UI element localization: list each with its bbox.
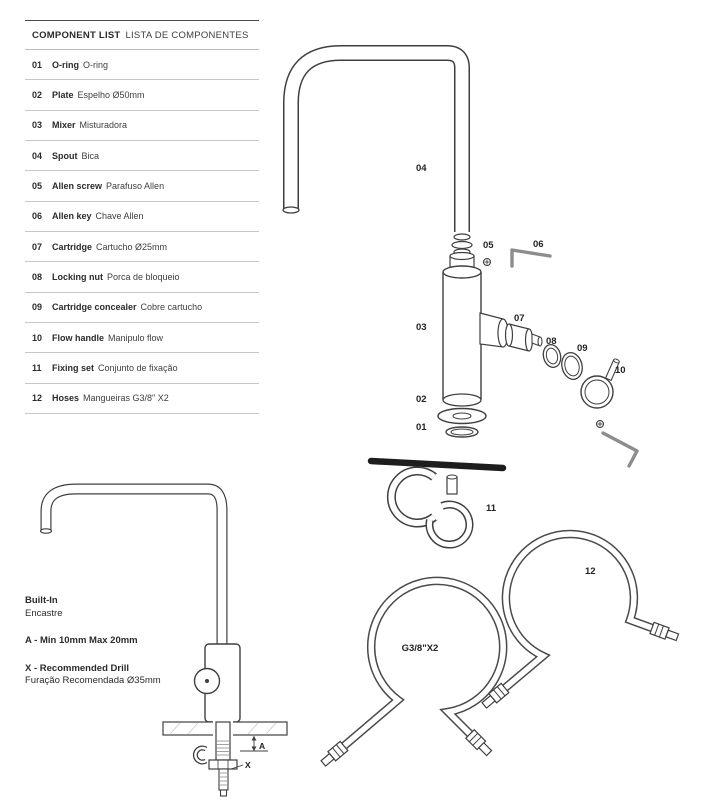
component-list-subtitle: LISTA DE COMPONENTES [125, 30, 249, 41]
flow-handle-drawing [580, 358, 620, 429]
component-number: 07 [32, 241, 43, 252]
component-number: 04 [32, 150, 43, 161]
component-name: O-ring [52, 59, 79, 70]
plate-drawing [437, 407, 487, 425]
component-name: Cartridge [52, 241, 93, 252]
label-hose-size: G3/8"X2 [402, 643, 439, 654]
side-view: A X [39, 483, 288, 797]
cartridge-concealer-drawing [561, 352, 583, 380]
component-translation: Porca de bloqueio [107, 271, 180, 282]
component-row-01: 01 O-ring O-ring [25, 50, 259, 81]
label-allen-screw: 05 [483, 240, 494, 251]
component-translation: Misturadora [79, 120, 128, 131]
locking-nut-drawing [542, 344, 562, 368]
builtin-subtitle: Encastre [25, 607, 63, 619]
spout-drawing [282, 45, 470, 232]
component-list: COMPONENT LIST LISTA DE COMPONENTES 01 O-… [25, 20, 259, 415]
component-name: Flow handle [52, 332, 105, 343]
component-number: 09 [32, 302, 43, 313]
exploded-view: 04 05 06 03 07 08 09 10 02 01 11 12 G3/8… [282, 45, 681, 769]
allen-key-icon [510, 248, 552, 268]
component-translation: Bica [81, 150, 100, 161]
label-oring: 01 [416, 422, 427, 433]
component-translation: Conjunto de fixação [98, 362, 178, 373]
component-number: 06 [32, 211, 43, 222]
label-spout: 04 [416, 163, 427, 174]
builtin-title: Built-In [25, 595, 58, 606]
component-name: Spout [52, 150, 78, 161]
installation-notes: Built-In Encastre A - Min 10mm Max 20mm … [25, 595, 215, 688]
component-number: 12 [32, 393, 43, 404]
component-translation: Mangueiras G3/8" X2 [83, 393, 169, 404]
component-number: 11 [32, 362, 42, 373]
component-list-title: COMPONENT LIST [32, 30, 121, 41]
component-translation: Cobre cartucho [140, 302, 203, 313]
component-name: Plate [52, 89, 74, 100]
dim-a-label: A [259, 741, 265, 751]
component-name: Locking nut [52, 271, 103, 282]
dim-x-label: X [245, 760, 251, 770]
part-labels: 04 05 06 03 07 08 09 10 02 01 11 12 G3/8… [402, 163, 626, 654]
component-translation: Chave Allen [95, 211, 144, 222]
component-number: 08 [32, 271, 43, 282]
component-name: Allen screw [52, 180, 103, 191]
mixer-body-drawing [442, 251, 509, 407]
hose-fitting [318, 740, 349, 769]
component-number: 10 [32, 332, 43, 343]
cartridge-drawing [504, 323, 543, 352]
hose-fitting [649, 621, 681, 644]
oring-drawing [445, 426, 479, 438]
label-mixer: 03 [416, 322, 427, 333]
dimension-marks: A X [230, 736, 268, 770]
note-x-title: X - Recommended Drill [25, 662, 129, 674]
component-name: Mixer [52, 120, 76, 131]
label-allen-key: 06 [533, 239, 544, 250]
component-name: Fixing set [52, 362, 95, 373]
label-plate: 02 [416, 394, 427, 405]
component-name: Allen key [52, 211, 92, 222]
note-a: A - Min 10mm Max 20mm [25, 635, 138, 646]
component-list-header: COMPONENT LIST LISTA DE COMPONENTES [25, 20, 259, 50]
component-number: 05 [32, 180, 43, 191]
component-row-08: 08 Locking nut Porca de bloqueio [25, 262, 259, 293]
hoses-drawing [318, 529, 681, 769]
component-number: 01 [32, 59, 43, 70]
label-cartridge-concealer: 09 [577, 343, 588, 354]
component-name: Cartridge concealer [52, 302, 137, 313]
mounting-hardware-drawing [192, 721, 238, 797]
component-number: 03 [32, 120, 43, 131]
component-translation: Cartucho Ø25mm [96, 241, 168, 252]
allen-key-2-icon [601, 431, 639, 468]
hose-fitting [465, 729, 494, 758]
component-translation: Espelho Ø50mm [77, 89, 145, 100]
label-locking-nut: 08 [546, 336, 557, 347]
label-flow-handle: 10 [615, 365, 626, 376]
component-translation: O-ring [83, 59, 109, 70]
label-fixing-set: 11 [486, 503, 497, 514]
label-cartridge: 07 [514, 313, 525, 324]
component-translation: Parafuso Allen [106, 180, 165, 191]
component-name: Hoses [52, 393, 80, 404]
sideview-faucet-drawing [39, 483, 241, 723]
note-x-subtitle: Furação Recomendada Ø35mm [25, 675, 161, 686]
component-number: 02 [32, 89, 43, 100]
fixing-set-drawing [367, 457, 507, 549]
component-translation: Manipulo flow [108, 332, 164, 343]
label-hoses: 12 [585, 566, 596, 577]
